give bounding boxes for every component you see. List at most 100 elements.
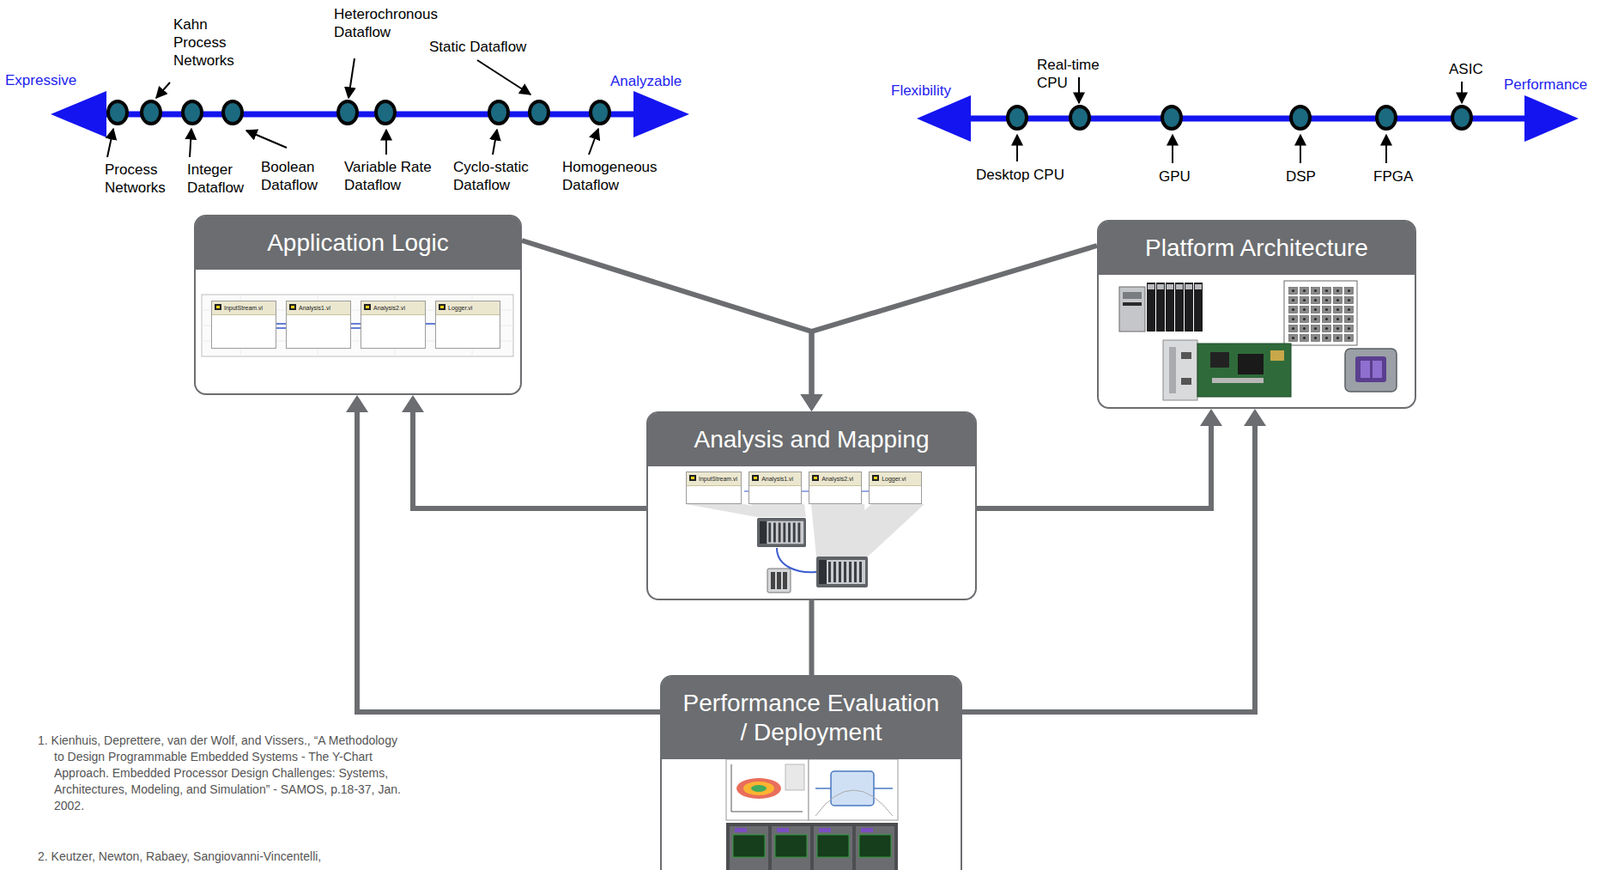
flow-arrow (976, 408, 1223, 509)
deployment-screens (731, 811, 803, 813)
flow-line (357, 412, 661, 712)
box-title: Application Logic (195, 216, 521, 270)
expressive-analyzable-axis (375, 101, 395, 124)
process-box: Application LogicInputStream.viAnalysis1… (193, 214, 522, 395)
expressive-analyzable-axis (141, 101, 161, 124)
hardware-illustration (1372, 360, 1382, 378)
deployment-screens (726, 822, 898, 870)
labview-block-diagram (201, 294, 514, 357)
expressive-analyzable-axis (223, 101, 243, 124)
flexibility-performance-axis (1452, 106, 1472, 129)
hardware-illustration (1355, 356, 1387, 382)
expressive-analyzable-axis (590, 101, 610, 124)
deployment-screens (751, 784, 767, 792)
expressive-analyzable-axis (94, 111, 649, 118)
deployment-screens (855, 825, 895, 870)
hardware-illustration (1181, 351, 1192, 359)
leader-arrow (246, 130, 287, 148)
deployment-screens (775, 834, 807, 857)
labview-block-diagram (201, 294, 514, 357)
vi-name: Analysis2.vi (361, 301, 425, 316)
arrow-head (800, 393, 824, 412)
arrow-head (401, 394, 425, 413)
deployment-screens (818, 827, 831, 832)
hardware-illustration (1146, 282, 1156, 332)
leader-arrow (1016, 134, 1019, 162)
mapping-illustration (770, 571, 776, 589)
axis-label: Analyzable (610, 72, 682, 91)
process-box: Analysis and MappingInputStream.viAnalys… (646, 411, 977, 600)
hardware-illustration (1345, 348, 1397, 392)
hardware-illustration (1197, 343, 1291, 397)
deployment-screens (815, 787, 831, 789)
deployment-screens (734, 827, 747, 832)
flexibility-performance-axis (1007, 106, 1472, 129)
vi-block: Logger.vi (868, 471, 922, 504)
axis-label: Boolean Dataflow (260, 157, 318, 194)
hardware-illustration (1169, 346, 1176, 394)
hardware-illustration (1119, 286, 1146, 332)
vi-block: Analysis2.vi (360, 300, 426, 349)
deployment-screens (860, 827, 873, 832)
deployment-screens (733, 834, 765, 857)
leader-arrow (107, 128, 114, 158)
flow-arrow (401, 394, 647, 509)
hardware-illustration (1156, 282, 1165, 332)
expressive-analyzable-axis (108, 101, 610, 124)
expressive-analyzable-axis (529, 101, 549, 124)
labview-block-diagram (201, 294, 514, 357)
mapping-illustration (685, 503, 925, 557)
process-box: Platform Architecture (1096, 219, 1417, 409)
vi-name: Logger.vi (869, 472, 922, 486)
flexibility-performance-axis (916, 95, 971, 142)
vi-block: Analysis1.vi (285, 300, 352, 349)
hardware-illustration (1181, 377, 1192, 385)
axis-label: Desktop CPU (975, 165, 1065, 184)
reference-note: 1. Kienhuis, Deprettere, van der Wolf, a… (37, 732, 407, 814)
deployment-screens (726, 758, 898, 870)
vi-name: Analysis2.vi (809, 472, 861, 486)
process-box: Performance Evaluation / Deployment (660, 674, 963, 870)
expressive-analyzable-axis (182, 101, 202, 124)
box-title: Analysis and Mapping (648, 412, 976, 467)
leader-arrow (492, 129, 497, 155)
deployment-screens (817, 834, 849, 857)
axis-label: Variable Rate Dataflow (344, 157, 441, 194)
flexibility-performance-axis (1376, 106, 1396, 129)
leader-arrow (107, 58, 1462, 164)
vi-block: InputStream.vi (211, 300, 277, 349)
hardware-illustration (1157, 284, 1164, 290)
hardware-illustration (1185, 284, 1193, 290)
hardware-illustration (1175, 284, 1183, 290)
hardware-illustration (1166, 284, 1174, 290)
flow-line (809, 600, 815, 675)
deployment-screens (808, 758, 898, 820)
leader-arrow (477, 60, 531, 95)
hardware-illustration (1147, 284, 1202, 290)
hardware-illustration (1284, 280, 1358, 346)
mapping-illustration (767, 568, 791, 593)
expressive-analyzable-axis (338, 101, 358, 124)
hardware-illustration (1163, 339, 1198, 400)
mapping-illustration (751, 503, 807, 517)
mapping-illustration (685, 503, 807, 517)
flow-arrow (521, 240, 824, 412)
hardware-illustration (1270, 350, 1285, 361)
flexibility-performance-axis (1070, 106, 1090, 129)
hardware-illustration (1194, 284, 1202, 290)
hardware-illustration (1237, 353, 1264, 375)
flow-arrow (345, 394, 661, 712)
axis-label: Static Dataflow (429, 37, 527, 56)
flexibility-performance-axis (916, 95, 1579, 142)
axis-label: ASIC (1448, 60, 1484, 79)
hardware-illustration (1210, 351, 1230, 368)
expressive-analyzable-axis (489, 101, 509, 124)
deployment-screens (743, 781, 775, 795)
expressive-analyzable-axis (633, 90, 690, 138)
flow-arrow (811, 600, 813, 675)
axis-label: Performance (1503, 75, 1588, 94)
box-title: Performance Evaluation / Deployment (661, 676, 961, 759)
deployment-screens (736, 777, 782, 799)
expressive-analyzable-axis (50, 90, 690, 138)
deployment-screens (726, 758, 809, 820)
